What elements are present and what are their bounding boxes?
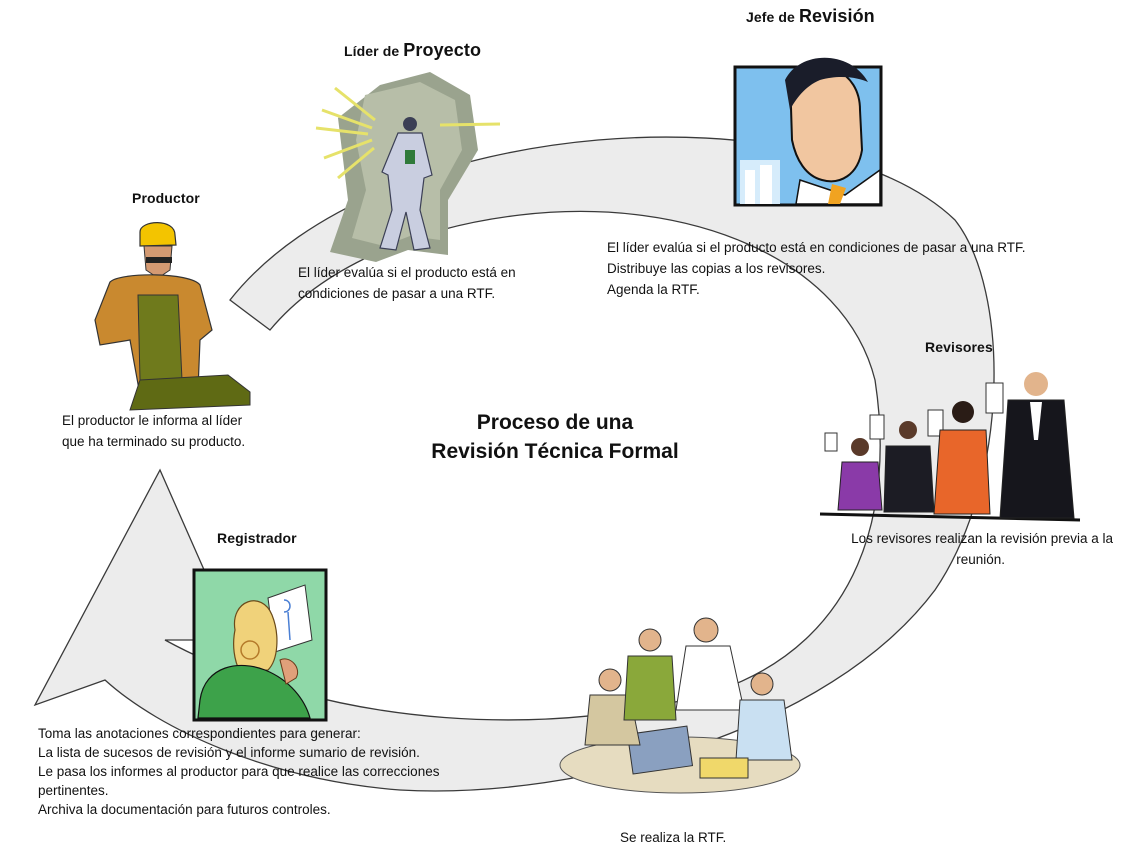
text-reunion: Se realiza la RTF. bbox=[620, 830, 727, 845]
role-revisores: Revisores bbox=[925, 339, 993, 355]
text-revisores-line-2: reunión. bbox=[956, 552, 1005, 567]
text-lider-line-1: El líder evalúa si el producto está en bbox=[298, 265, 516, 280]
role-jefe: Jefe de Revisión bbox=[746, 6, 875, 27]
text-productor-line-2: que ha terminado su producto. bbox=[62, 434, 246, 449]
text-revisores: Los revisores realizan la revisión previ… bbox=[817, 528, 1113, 570]
text-registrador-line-4: pertinentes. bbox=[38, 783, 109, 798]
role-lider: Líder de Proyecto bbox=[344, 40, 481, 61]
text-revisores-line-1: Los revisores realizan la revisión previ… bbox=[851, 531, 1113, 546]
text-lider-line-2: condiciones de pasar a una RTF. bbox=[298, 286, 496, 301]
role-lider-big: Proyecto bbox=[403, 40, 482, 60]
role-lider-small: Líder de bbox=[344, 43, 400, 59]
text-productor: El productor le informa al líder que ha … bbox=[62, 410, 245, 452]
text-jefe: El líder evalúa si el producto está en c… bbox=[607, 237, 1026, 300]
text-jefe-line-3: Agenda la RTF. bbox=[607, 282, 700, 297]
text-registrador: Toma las anotaciones correspondientes pa… bbox=[38, 724, 439, 819]
text-jefe-line-1: El líder evalúa si el producto está en c… bbox=[607, 240, 1026, 255]
role-jefe-big: Revisión bbox=[798, 6, 875, 26]
diagram-title: Proceso de una Revisión Técnica Formal bbox=[400, 408, 710, 466]
text-lider: El líder evalúa si el producto está en c… bbox=[298, 262, 516, 304]
cycle-arrow bbox=[33, 136, 995, 792]
diagram-title-line-2: Revisión Técnica Formal bbox=[431, 440, 679, 463]
text-jefe-line-2: Distribuye las copias a los revisores. bbox=[607, 261, 826, 276]
role-registrador: Registrador bbox=[217, 530, 297, 546]
text-registrador-line-1: Toma las anotaciones correspondientes pa… bbox=[38, 726, 361, 741]
text-productor-line-1: El productor le informa al líder bbox=[62, 413, 243, 428]
text-registrador-line-5: Archiva la documentación para futuros co… bbox=[38, 802, 331, 817]
role-jefe-small: Jefe de bbox=[746, 9, 795, 25]
role-productor: Productor bbox=[132, 190, 200, 206]
text-registrador-line-2: La lista de sucesos de revisión y el inf… bbox=[38, 745, 420, 760]
diagram-title-line-1: Proceso de una bbox=[476, 411, 634, 434]
text-registrador-line-3: Le pasa los informes al productor para q… bbox=[38, 764, 440, 779]
